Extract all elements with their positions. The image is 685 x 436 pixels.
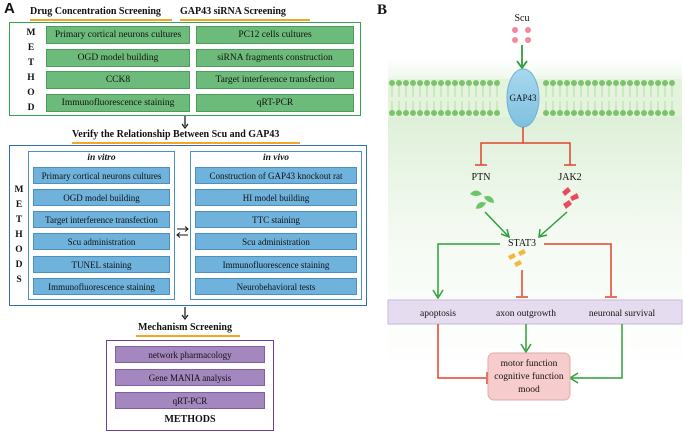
verify-header-underline [72, 142, 300, 144]
vitro-target-interference: Target interference transfection [33, 211, 170, 228]
outcome-box [487, 352, 571, 401]
drug-header-underline [30, 19, 172, 21]
outcome-motor-function: motor function [501, 358, 558, 369]
apoptosis-label: apoptosis [420, 309, 456, 319]
vivo-immunofluorescence: Immunofluorescence staining [195, 256, 357, 273]
stat3-label: STAT3 [508, 238, 536, 249]
method-ogd-model: OGD model building [46, 49, 190, 67]
ptn-icon [470, 190, 495, 209]
vitro-tunel-staining: TUNEL staining [33, 256, 170, 273]
in-vivo-title: in vivo [262, 153, 290, 163]
vivo-neurobehavioral: Neurobehavioral tests [195, 278, 357, 295]
stat3-icon [508, 249, 526, 267]
down-arrow-2 [181, 307, 189, 320]
method-qrt-pcr: qRT-PCR [196, 94, 354, 112]
mechanism-genemania: Gene MANIA analysis [115, 369, 265, 386]
mechanism-header-underline [136, 335, 240, 337]
mechanism-frame [106, 340, 274, 431]
sirna-header-underline [180, 19, 310, 21]
stat3-effect-lines [432, 243, 617, 300]
vivo-hi-model: HI model building [195, 189, 357, 206]
stat3-activation-arrows [484, 211, 568, 239]
verify-header: Verify the Relationship Between Scu and … [72, 129, 280, 140]
method-immunofluorescence: Immunofluorescence staining [46, 94, 190, 112]
axon-outgrowth-label: axon outgrowth [496, 309, 556, 319]
scu-molecules [512, 27, 531, 43]
method-primary-cortical-cultures: Primary cortical neurons cultures [46, 26, 190, 44]
vivo-scu-administration: Scu administration [195, 233, 357, 250]
mechanism-header: Mechanism Screening [138, 322, 232, 333]
method-target-interference: Target interference transfection [196, 71, 354, 89]
cellular-effects-band [387, 299, 683, 325]
in-vitro-title: in vitro [87, 153, 116, 163]
vitro-immunofluorescence: Immunofluorescence staining [33, 278, 170, 295]
drug-concentration-header: Drug Concentration Screening [30, 6, 161, 17]
gap43-inhibition-lines [475, 127, 576, 166]
verify-methods-frame [9, 145, 367, 306]
mechanism-qrt-pcr: qRT-PCR [115, 392, 265, 409]
in-vitro-frame [28, 151, 175, 300]
exchange-arrows [176, 226, 189, 238]
vitro-ogd-model: OGD model building [33, 189, 170, 206]
mechanism-methods-label: METHODS [164, 414, 216, 425]
panel-b-label: B [377, 2, 387, 18]
mechanism-network-pharmacology: network pharmacology [115, 346, 265, 363]
signaling-pathway-diagram: B Scu GAP43 PTN JAK2 [377, 2, 683, 401]
vitro-primary-cortical: Primary cortical neurons cultures [33, 167, 170, 184]
outcome-lines [437, 324, 623, 384]
scu-label: Scu [515, 13, 530, 24]
panel-a-label: A [4, 0, 15, 17]
method-pc12-cultures: PC12 cells cultures [196, 26, 354, 44]
down-arrow-1 [181, 116, 189, 129]
ptn-label: PTN [472, 172, 491, 183]
vivo-ttc-staining: TTC staining [195, 211, 357, 228]
top-methods-frame [9, 22, 361, 116]
vitro-scu-administration: Scu administration [33, 233, 170, 250]
vivo-gap43-knockout: Construction of GAP43 knockout rat [195, 167, 357, 184]
jak2-icon [562, 187, 579, 209]
gap43-label: GAP43 [509, 93, 537, 103]
sirna-screening-header: GAP43 siRNA Screening [180, 6, 286, 17]
neuronal-survival-label: neuronal survival [589, 309, 656, 319]
method-sirna-construction: siRNA fragments construction [196, 49, 354, 67]
outcome-mood: mood [518, 385, 540, 395]
in-vivo-frame [190, 151, 362, 300]
method-cck8: CCK8 [46, 71, 190, 89]
jak2-label: JAK2 [558, 172, 581, 183]
outcome-cognitive-function: cognitive function [494, 371, 564, 382]
